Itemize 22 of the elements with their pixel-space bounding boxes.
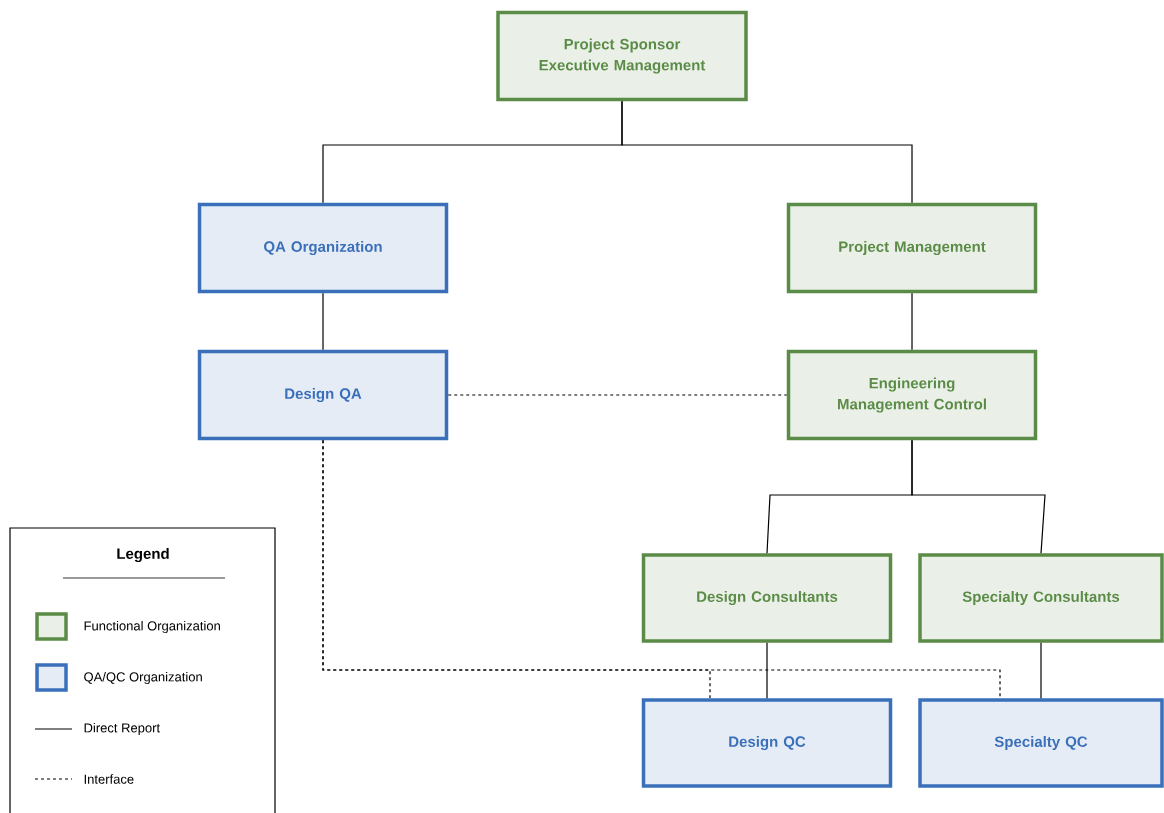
org-box: Design QA — [197, 349, 449, 441]
org-box: Project Sponsor Executive Management — [496, 10, 748, 102]
org-box: Project Management — [786, 202, 1038, 294]
legend-text: QA/QC Organization — [84, 671, 202, 685]
connector-line — [322, 292, 324, 351]
legend-text: Direct Report — [84, 722, 160, 736]
org-box: Design Consultants — [641, 553, 893, 643]
connector-line — [766, 642, 768, 699]
legend-text: Functional Organization — [84, 620, 220, 634]
connector-line — [911, 292, 913, 351]
org-box: QA Organization — [197, 202, 449, 294]
connector-line — [621, 100, 913, 204]
connector-line — [447, 394, 788, 396]
org-box: Specialty Consultants — [918, 553, 1164, 643]
connector-line — [322, 439, 1001, 699]
org-box: Design QC — [641, 698, 893, 788]
connector-line — [911, 439, 1046, 554]
connector-line — [1040, 642, 1042, 699]
legend-text: Interface — [84, 774, 134, 784]
legend-title: Legend — [117, 547, 169, 562]
org-box: Engineering Management Control — [786, 349, 1038, 441]
org-box: Specialty QC — [918, 698, 1164, 788]
